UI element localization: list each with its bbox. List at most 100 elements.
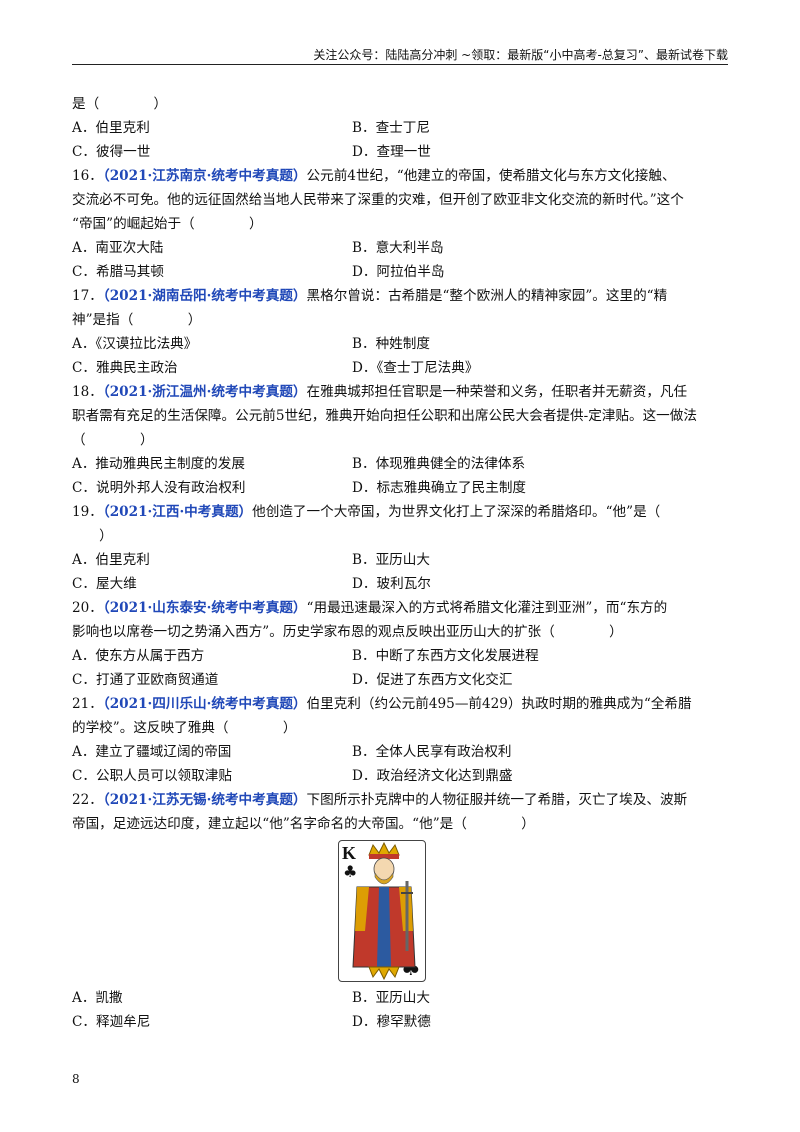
header-text: 关注公众号：陆陆高分冲刺 ~领取：最新版“小中高考-总复习”、最新试卷下载 bbox=[313, 48, 728, 62]
option-a[interactable]: A．推动雅典民主制度的发展 bbox=[72, 456, 245, 472]
option-b[interactable]: B．查士丁尼 bbox=[352, 120, 430, 136]
question-20: 20．（2021·山东泰安·统考中考真题）“用最迅速最深入的方式将希腊文化灌注到… bbox=[72, 596, 728, 620]
option-d[interactable]: D．阿拉伯半岛 bbox=[352, 264, 445, 280]
option-row: C．雅典民主政治 D．《查士丁尼法典》 bbox=[72, 356, 728, 380]
question-text: “帝国”的崛起始于（ ） bbox=[72, 216, 263, 232]
option-c[interactable]: C．公职人员可以领取津贴 bbox=[72, 768, 232, 784]
figure-area: K ♣ ♣ bbox=[72, 836, 728, 986]
question-text: 神”是指（ ） bbox=[72, 312, 202, 328]
question-text: 在雅典城邦担任官职是一种荣誉和义务，任职者并无薪资，凡任 bbox=[306, 384, 688, 400]
option-row: A．南亚次大陆 B．意大利半岛 bbox=[72, 236, 728, 260]
question-source: （2021·江苏无锡·统考中考真题） bbox=[102, 792, 307, 808]
question-18: 18．（2021·浙江温州·统考中考真题）在雅典城邦担任官职是一种荣誉和义务，任… bbox=[72, 380, 728, 404]
option-c[interactable]: C．打通了亚欧商贸通道 bbox=[72, 672, 219, 688]
question-number: 18． bbox=[72, 384, 103, 400]
page-header: 关注公众号：陆陆高分冲刺 ~领取：最新版“小中高考-总复习”、最新试卷下载 bbox=[72, 40, 728, 65]
option-d[interactable]: D．标志雅典确立了民主制度 bbox=[352, 480, 527, 496]
question-number: 17． bbox=[72, 288, 103, 304]
question-text: ） bbox=[72, 528, 113, 544]
question-text: （ ） bbox=[72, 432, 154, 448]
option-row: A．伯里克利 B．查士丁尼 bbox=[72, 116, 728, 140]
question-21: 21．（2021·四川乐山·统考中考真题）伯里克利（约公元前495—前429）执… bbox=[72, 692, 728, 716]
option-row: C．说明外邦人没有政治权利 D．标志雅典确立了民主制度 bbox=[72, 476, 728, 500]
question-content: 是（ ） A．伯里克利 B．查士丁尼 C．彼得一世 D．查理一世 16．（202… bbox=[72, 92, 728, 1034]
question-text: “用最迅速最深入的方式将希腊文化灌注到亚洲”，而“东方的 bbox=[306, 600, 668, 616]
playing-card-king-of-clubs: K ♣ ♣ bbox=[338, 840, 426, 982]
option-row: A．凯撒 B．亚历山大 bbox=[72, 986, 728, 1010]
question-source: （2021·湖南岳阳·统考中考真题） bbox=[102, 288, 307, 304]
crown-icon bbox=[368, 841, 400, 856]
option-d[interactable]: D．玻利瓦尔 bbox=[352, 576, 431, 592]
option-c[interactable]: C．雅典民主政治 bbox=[72, 360, 178, 376]
page-number: 8 bbox=[72, 1072, 80, 1086]
question-source: （2021·浙江温州·统考中考真题） bbox=[102, 384, 307, 400]
option-b[interactable]: B．意大利半岛 bbox=[352, 240, 444, 256]
card-rank: K bbox=[342, 843, 356, 863]
option-d[interactable]: D．查理一世 bbox=[352, 144, 431, 160]
option-a[interactable]: A．凯撒 bbox=[72, 990, 123, 1006]
card-suit-top: ♣ bbox=[343, 862, 357, 881]
option-a[interactable]: A．使东方从属于西方 bbox=[72, 648, 205, 664]
option-b[interactable]: B．中断了东西方文化发展进程 bbox=[352, 648, 539, 664]
option-c[interactable]: C．彼得一世 bbox=[72, 144, 151, 160]
question-text: 影响也以席卷一切之势涌入西方”。历史学家布恩的观点反映出亚历山大的扩张（ ） bbox=[72, 624, 623, 640]
question-text: 的学校”。这反映了雅典（ ） bbox=[72, 720, 297, 736]
question-number: 20． bbox=[72, 600, 103, 616]
robe-gold-panel bbox=[355, 887, 369, 931]
question-text: 下图所示扑克牌中的人物征服并统一了希腊，灭亡了埃及、波斯 bbox=[306, 792, 688, 808]
option-b[interactable]: B．种姓制度 bbox=[352, 336, 430, 352]
question-number: 21． bbox=[72, 696, 103, 712]
question-source: （2021·江西·中考真题） bbox=[102, 504, 253, 520]
question-stem: 是（ ） bbox=[72, 96, 168, 112]
option-a[interactable]: A．《汉谟拉比法典》 bbox=[72, 336, 198, 352]
option-d[interactable]: D．促进了东西方文化交汇 bbox=[352, 672, 513, 688]
option-a[interactable]: A．伯里克利 bbox=[72, 120, 150, 136]
option-row: A．《汉谟拉比法典》 B．种姓制度 bbox=[72, 332, 728, 356]
question-number: 16． bbox=[72, 168, 103, 184]
question-source: （2021·江苏南京·统考中考真题） bbox=[102, 168, 307, 184]
question-text: 交流必不可免。他的远征固然给当地人民带来了深重的灾难，但开创了欧亚非文化交流的新… bbox=[72, 192, 684, 208]
option-row: C．希腊马其顿 D．阿拉伯半岛 bbox=[72, 260, 728, 284]
question-22: 22．（2021·江苏无锡·统考中考真题）下图所示扑克牌中的人物征服并统一了希腊… bbox=[72, 788, 728, 812]
option-a[interactable]: A．南亚次大陆 bbox=[72, 240, 164, 256]
robe-trim bbox=[377, 887, 391, 967]
question-text: 帝国，足迹远达印度，建立起以“他”名字命名的大帝国。“他”是（ ） bbox=[72, 816, 535, 832]
king-card-illustration: K ♣ ♣ bbox=[342, 841, 421, 981]
question-text: 职者需有充足的生活保障。公元前5世纪，雅典开始向担任公职和出席公民大会者提供-定… bbox=[72, 408, 697, 424]
option-d[interactable]: D．政治经济文化达到鼎盛 bbox=[352, 768, 513, 784]
question-19: 19．（2021·江西·中考真题）他创造了一个大帝国，为世界文化打上了深深的希腊… bbox=[72, 500, 728, 524]
question-number: 22． bbox=[72, 792, 103, 808]
question-text: 他创造了一个大帝国，为世界文化打上了深深的希腊烙印。“他”是（ bbox=[252, 504, 661, 520]
question-text: 伯里克利（约公元前495—前429）执政时期的雅典成为“全希腊 bbox=[306, 696, 692, 712]
option-c[interactable]: C．释迦牟尼 bbox=[72, 1014, 151, 1030]
question-text: 公元前4世纪，“他建立的帝国，使希腊文化与东方文化接触、 bbox=[306, 168, 676, 184]
option-row: A．建立了疆域辽阔的帝国 B．全体人民享有政治权利 bbox=[72, 740, 728, 764]
option-b[interactable]: B．亚历山大 bbox=[352, 552, 430, 568]
question-17: 17．（2021·湖南岳阳·统考中考真题）黑格尔曾说：古希腊是“整个欧洲人的精神… bbox=[72, 284, 728, 308]
option-c[interactable]: C．希腊马其顿 bbox=[72, 264, 164, 280]
option-row: C．公职人员可以领取津贴 D．政治经济文化达到鼎盛 bbox=[72, 764, 728, 788]
question-source: （2021·四川乐山·统考中考真题） bbox=[102, 696, 307, 712]
option-b[interactable]: B．全体人民享有政治权利 bbox=[352, 744, 512, 760]
question-source: （2021·山东泰安·统考中考真题） bbox=[102, 600, 307, 616]
option-a[interactable]: A．伯里克利 bbox=[72, 552, 150, 568]
crown-icon-mirrored bbox=[368, 966, 400, 981]
king-beard bbox=[374, 871, 394, 885]
option-a[interactable]: A．建立了疆域辽阔的帝国 bbox=[72, 744, 232, 760]
option-row: A．使东方从属于西方 B．中断了东西方文化发展进程 bbox=[72, 644, 728, 668]
question-number: 19． bbox=[72, 504, 103, 520]
option-c[interactable]: C．屋大维 bbox=[72, 576, 137, 592]
option-b[interactable]: B．体现雅典健全的法律体系 bbox=[352, 456, 526, 472]
option-row: C．释迦牟尼 D．穆罕默德 bbox=[72, 1010, 728, 1034]
question-16: 16．（2021·江苏南京·统考中考真题）公元前4世纪，“他建立的帝国，使希腊文… bbox=[72, 164, 728, 188]
option-row: C．屋大维 D．玻利瓦尔 bbox=[72, 572, 728, 596]
option-row: C．打通了亚欧商贸通道 D．促进了东西方文化交汇 bbox=[72, 668, 728, 692]
option-d[interactable]: D．《查士丁尼法典》 bbox=[352, 360, 479, 376]
option-c[interactable]: C．说明外邦人没有政治权利 bbox=[72, 480, 246, 496]
option-row: C．彼得一世 D．查理一世 bbox=[72, 140, 728, 164]
option-d[interactable]: D．穆罕默德 bbox=[352, 1014, 431, 1030]
option-b[interactable]: B．亚历山大 bbox=[352, 990, 430, 1006]
option-row: A．推动雅典民主制度的发展 B．体现雅典健全的法律体系 bbox=[72, 452, 728, 476]
question-text: 黑格尔曾说：古希腊是“整个欧洲人的精神家园”。这里的“精 bbox=[306, 288, 668, 304]
crown-band bbox=[369, 854, 399, 859]
